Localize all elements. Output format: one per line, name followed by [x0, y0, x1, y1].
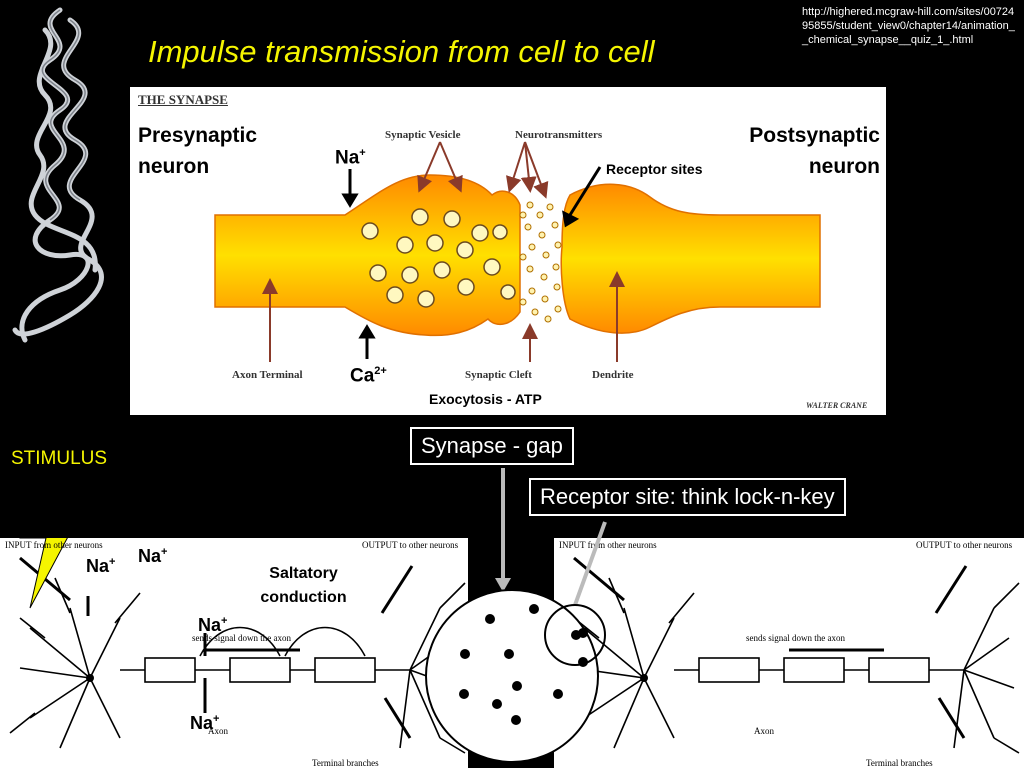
zoom-dots — [459, 604, 588, 725]
synaptic-vesicle-label: Synaptic Vesicle — [385, 129, 461, 141]
receptor-zoom-circle — [544, 604, 606, 666]
slide-title: Impulse transmission from cell to cell — [148, 34, 655, 69]
terminal-label-right: Terminal branches — [866, 758, 933, 768]
na-label-top: Na+ — [335, 147, 366, 169]
input-label-left: INPUT from other neurons — [5, 540, 103, 550]
axon-label-right: Axon — [754, 726, 774, 736]
black-arrows — [341, 166, 602, 359]
postsynaptic-label: Postsynaptic neuron — [749, 124, 880, 178]
na-label-left-2: Na+ — [138, 546, 168, 566]
presynaptic-label: Presynaptic neuron — [138, 124, 258, 178]
sends-label-right: sends signal down the axon — [746, 633, 845, 643]
synapse-zoom-circle — [425, 589, 599, 763]
na-label-left-3: Na+ — [198, 615, 228, 635]
exocytosis-label: Exocytosis - ATP — [429, 391, 542, 407]
pointer-arrows — [262, 141, 625, 362]
input-label-right: INPUT from other neurons — [559, 540, 657, 550]
ca-label: Ca2+ — [350, 365, 387, 387]
vesicles — [361, 208, 516, 308]
axon-terminal-label: Axon Terminal — [232, 369, 303, 381]
synapse-diagram: THE SYNAPSE Presynaptic neuron Postsynap… — [130, 87, 886, 415]
sends-label-left: sends signal down the axon — [192, 633, 291, 643]
na-label-left-4: Na+ — [190, 713, 220, 733]
stimulus-label: STIMULUS — [11, 448, 108, 469]
receptor-site-arrow — [573, 521, 607, 606]
dendrite-label: Dendrite — [592, 369, 634, 381]
artist-signature: WALTER CRANE — [806, 401, 868, 410]
protein-ribbon-image — [12, 7, 104, 343]
dendrite-shape — [560, 183, 821, 334]
neuron-diagram-left: INPUT from other neurons OUTPUT to other… — [0, 538, 468, 768]
neuron-diagram-right: INPUT from other neurons OUTPUT to other… — [554, 538, 1024, 768]
synapse-illustration — [214, 141, 821, 362]
neuron-left-illustration — [9, 538, 466, 754]
output-label-left: OUTPUT to other neurons — [362, 540, 459, 550]
axon-label-left: Axon — [208, 726, 228, 736]
synaptic-cleft-label: Synaptic Cleft — [465, 369, 532, 381]
synapse-gap-arrowhead — [495, 578, 511, 592]
na-label-left-1: Na+ — [86, 556, 116, 576]
neurotransmitters-dots — [519, 201, 562, 323]
terminal-label-left: Terminal branches — [312, 758, 379, 768]
neurotransmitters-label: Neurotransmitters — [515, 129, 603, 141]
output-label-right: OUTPUT to other neurons — [916, 540, 1013, 550]
receptor-site-label: Receptor site: think lock-n-key — [529, 478, 846, 516]
synapse-gap-label: Synapse - gap — [410, 427, 574, 465]
synapse-heading: THE SYNAPSE — [138, 92, 228, 107]
source-url[interactable]: http://highered.mcgraw-hill.com/sites/00… — [802, 6, 1015, 46]
receptor-sites-label: Receptor sites — [606, 161, 703, 177]
saltatory-label: Saltatory conduction — [260, 565, 347, 606]
